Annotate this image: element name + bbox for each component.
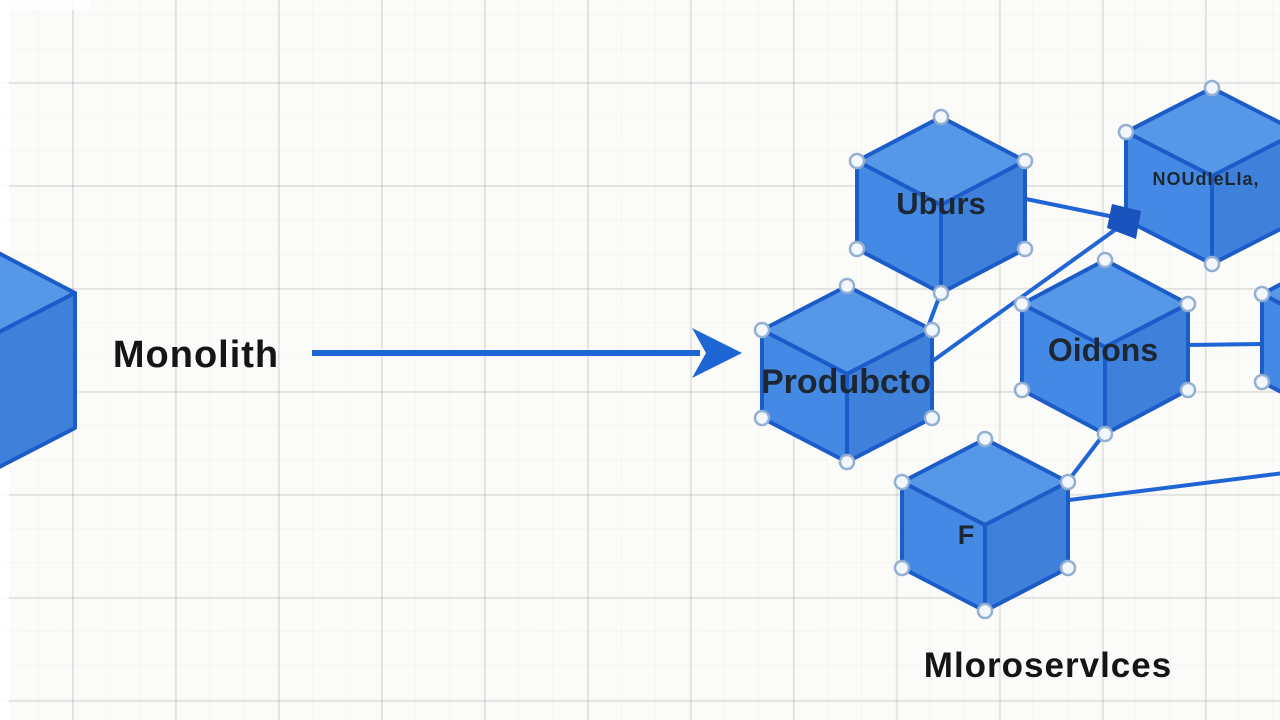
handle-icon [1253,285,1271,303]
products-cube: Produbcto [753,277,941,471]
handle-icon [1096,425,1114,443]
handle-icon [1013,381,1031,399]
handle-icon [848,240,866,258]
handle-icon [1179,381,1197,399]
notifications-cube: NOUdIeLIa, [1107,79,1280,273]
service-f-cube-label: F [958,520,975,550]
handle-icon [838,453,856,471]
handle-icon [1253,373,1271,391]
handle-icon [1059,559,1077,577]
handle-icon [923,321,941,339]
handle-icon [1059,473,1077,491]
handle-icon [1016,152,1034,170]
handle-icon [893,559,911,577]
connector-lines [920,197,1280,502]
arrow-head-icon [692,328,742,378]
monolith-cube-top-face [0,251,77,334]
handle-icon [848,152,866,170]
connector-users-notifications [1024,197,1126,221]
handle-icon [932,284,950,302]
monolith-cube-right-face [0,291,77,469]
orders-cube: Oidons [1013,251,1197,443]
handle-icon [1013,295,1031,313]
handle-icon [1203,255,1221,273]
transition-arrow [312,328,742,378]
handle-icon [838,277,856,295]
users-cube-label: Uburs [896,186,986,221]
handle-icon [976,602,994,620]
products-cube-label: Produbcto [761,363,931,401]
connector-servicef-right [1067,471,1280,502]
handle-icon [753,409,771,427]
handle-icon [1179,295,1197,313]
connector-notifications-products [932,220,1128,362]
handle-icon [893,473,911,491]
handle-icon [1096,251,1114,269]
handle-icon [1016,240,1034,258]
notifications-cube-label: NOUdIeLIa, [1152,169,1259,189]
right-edge-cube [1253,282,1280,394]
monolith-label: Monolith [113,334,279,376]
handle-icon [753,321,771,339]
handle-icon [1117,123,1135,141]
connector-orders-rightcube [1187,342,1265,347]
monolith-cube [0,251,77,469]
handle-icon [1203,79,1221,97]
orders-cube-label: Oidons [1048,332,1158,368]
microservices-label: Mloroservlces [924,646,1172,685]
service-f-cube: F [893,430,1077,620]
handle-icon [923,409,941,427]
connector-orders-servicef [1066,432,1106,483]
handle-icon [932,108,950,126]
handle-icon [976,430,994,448]
users-cube: Uburs [848,108,1034,302]
arrow-blob-icon [1107,204,1141,239]
